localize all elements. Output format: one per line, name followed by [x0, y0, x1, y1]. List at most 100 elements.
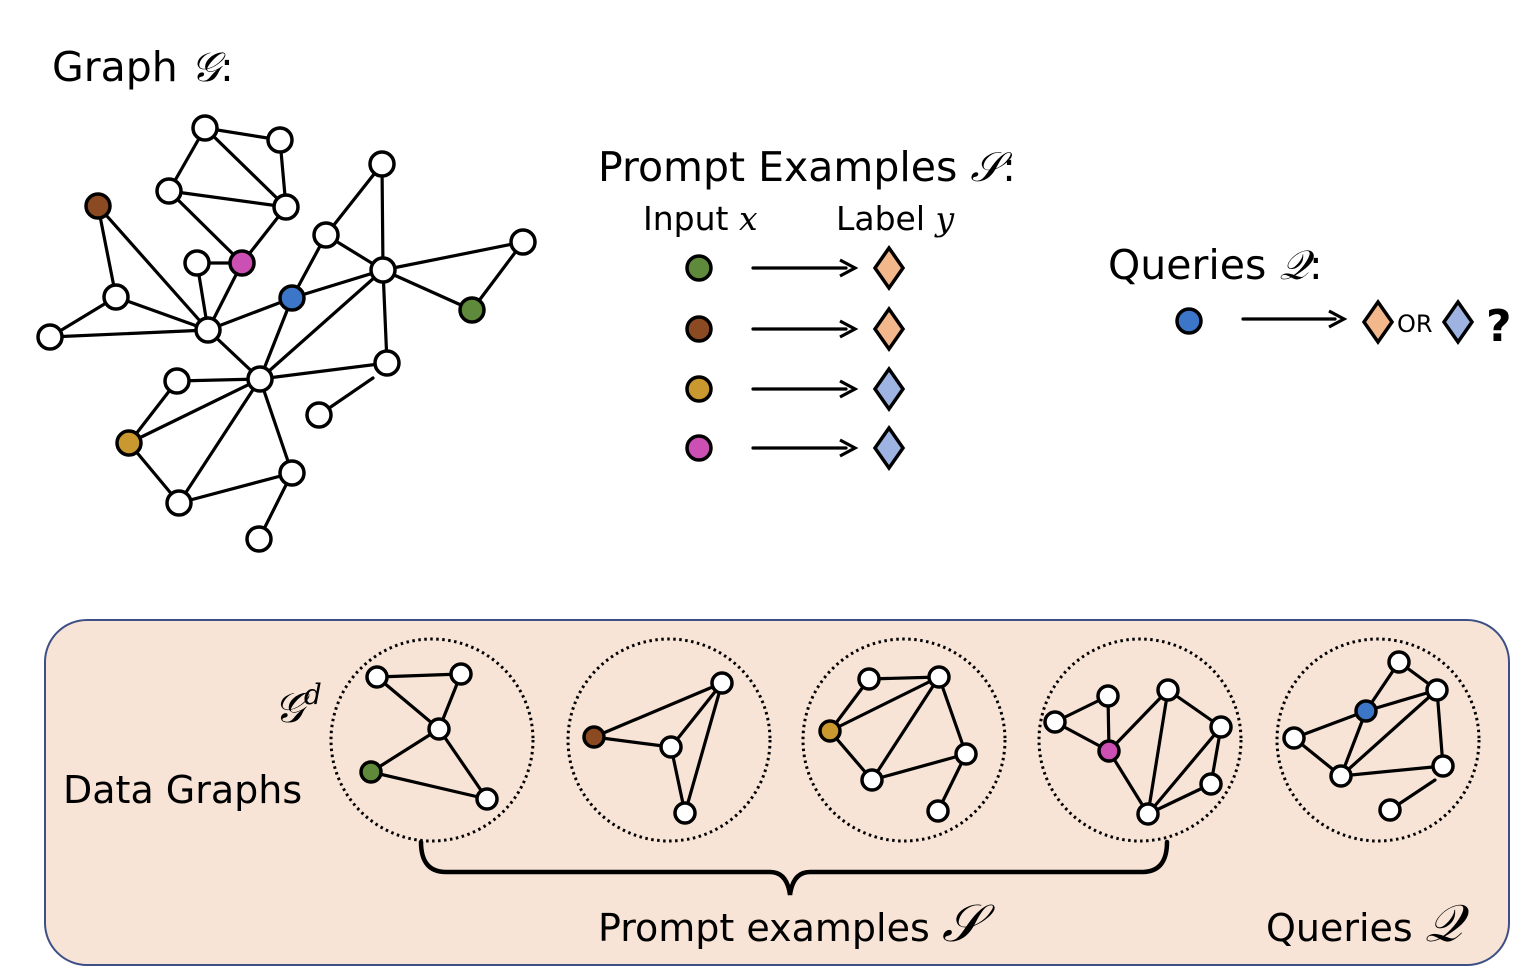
subgraph-node-green: [359, 760, 383, 784]
graph-node-gold: [115, 429, 143, 457]
graph-node-blue: [278, 284, 306, 312]
subgraph-edge: [937, 675, 968, 756]
subgraph-node: [1431, 754, 1455, 778]
prompt-example-row: [685, 244, 906, 292]
graph-node-brown: [84, 192, 112, 220]
graph-node: [266, 126, 294, 154]
subgraph-node: [1156, 678, 1180, 702]
graph-node: [183, 249, 211, 277]
graph-edge: [381, 268, 389, 365]
graph-node-green: [458, 296, 486, 324]
graph-edge: [127, 377, 262, 445]
prompt-examples-brace: [418, 839, 1170, 896]
subgraph-boundary: [1275, 637, 1481, 843]
input-node-magenta: [685, 434, 713, 462]
prompt-subgraph: [801, 637, 1007, 843]
graph-edge: [96, 204, 210, 332]
input-node-green: [685, 254, 713, 282]
graph-node: [194, 316, 222, 344]
main-graph-nodes: [36, 114, 537, 553]
subgraph-node: [365, 665, 389, 689]
prompt-examples-title: Prompt Examples 𝒮:: [598, 143, 1016, 191]
graph-edge: [258, 268, 385, 381]
input-node-brown: [685, 315, 713, 343]
arrow-head-icon: [839, 379, 859, 399]
query-node: [1175, 307, 1203, 335]
subgraph-edge: [1435, 688, 1445, 768]
subgraph-node: [954, 742, 978, 766]
arrow-head-icon: [839, 258, 859, 278]
graph-title: Graph 𝒢:: [52, 43, 234, 91]
label-option-orange-diamond: [1361, 298, 1395, 346]
prompt-subgraph: [329, 637, 535, 843]
subgraph-edge: [870, 675, 941, 782]
prompt-example-row: [685, 305, 906, 353]
subgraph-edge: [1364, 688, 1439, 713]
data-subgraphs: [329, 637, 1481, 843]
query-row: OR ?: [1175, 298, 1512, 352]
subgraph-node: [1329, 764, 1353, 788]
subgraph-edge: [592, 681, 724, 739]
graph-edge: [258, 361, 389, 381]
prompt-example-row: [685, 424, 906, 472]
graph-node: [245, 525, 273, 553]
graph-edge: [206, 296, 294, 332]
subgraph-boundary: [566, 637, 772, 843]
subgraph-node: [1043, 710, 1067, 734]
subgraph-edge: [1146, 725, 1223, 816]
graph-edge: [470, 240, 525, 312]
subgraph-edge: [669, 681, 724, 749]
prompt-example-rows: [685, 244, 906, 472]
arrow-head-icon: [839, 438, 859, 458]
graph-node: [102, 283, 130, 311]
label-option-blue-diamond: [1441, 298, 1475, 346]
graph-edge: [175, 377, 262, 383]
subgraph-boundary: [1037, 637, 1243, 843]
subgraph-edge: [683, 681, 724, 815]
subgraph-node: [475, 787, 499, 811]
subgraph-edge: [1292, 709, 1368, 740]
query-subgraph: [1275, 637, 1481, 843]
subgraph-edge: [592, 735, 673, 749]
label-diamond-label_orange: [872, 244, 906, 292]
prompt-subgraph: [566, 637, 772, 843]
subgraph-node: [857, 667, 881, 691]
subgraph-node: [1378, 798, 1402, 822]
graph-edge: [167, 189, 244, 265]
subgraph-edge: [1339, 688, 1439, 778]
subgraph-edge: [1339, 764, 1445, 778]
graph-edge: [381, 268, 474, 312]
label-diamond-label_blue: [872, 424, 906, 472]
subgraph-node: [449, 662, 473, 686]
query-arrow-head-icon: [1328, 309, 1348, 329]
input-node-gold: [685, 375, 713, 403]
graph-node: [509, 228, 537, 256]
graph-node: [272, 193, 300, 221]
graph-node: [155, 177, 183, 205]
label-diamond-label_orange: [872, 305, 906, 353]
subgraph-edge: [375, 675, 441, 731]
graph-edge: [114, 295, 210, 332]
graph-edge: [258, 377, 294, 475]
graph-node: [36, 323, 64, 351]
subgraph-node: [1282, 726, 1306, 750]
graph-node: [305, 401, 333, 429]
input-header: Input x: [643, 199, 758, 238]
prompt-example-row: [685, 365, 906, 413]
graph-edge: [203, 126, 288, 209]
subgraph-edge: [369, 727, 441, 774]
prompt-subgraph: [1037, 637, 1243, 843]
or-label: OR: [1397, 310, 1433, 338]
subgraph-node: [1387, 650, 1411, 674]
arrow-head-icon: [839, 319, 859, 339]
graph-node: [191, 114, 219, 142]
subgraph-node: [1209, 715, 1233, 739]
graph-edge: [258, 296, 294, 381]
label-header: Label y: [836, 199, 955, 238]
subgraph-edge: [369, 770, 489, 801]
graph-node: [312, 221, 340, 249]
graph-node-magenta: [228, 249, 256, 277]
graph-edge: [290, 268, 385, 300]
subgraph-node: [1136, 802, 1160, 826]
graph-edge: [380, 162, 385, 272]
